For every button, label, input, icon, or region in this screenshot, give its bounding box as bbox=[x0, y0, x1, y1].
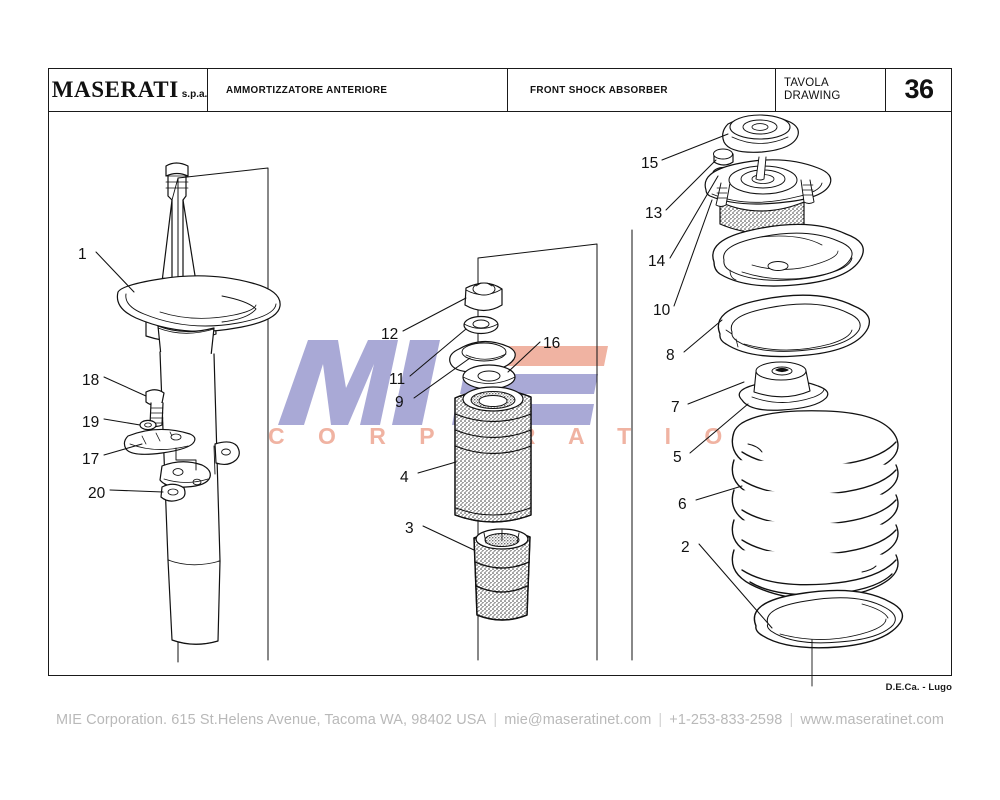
callout-number-6: 6 bbox=[678, 496, 687, 513]
callout-number-18: 18 bbox=[82, 372, 100, 389]
callout-number-14: 14 bbox=[648, 253, 666, 270]
callout-number-15: 15 bbox=[641, 155, 659, 172]
plate-number-cell: 36 bbox=[886, 68, 952, 111]
table-label-italian: TAVOLA bbox=[784, 76, 829, 89]
footer-email[interactable]: mie@maseratinet.com bbox=[504, 712, 652, 728]
drawing-frame bbox=[48, 68, 952, 676]
callout-number-13: 13 bbox=[645, 205, 663, 222]
callout-number-8: 8 bbox=[666, 347, 675, 364]
footer-separator-2: | bbox=[658, 712, 663, 728]
brand-suffix: s.p.a. bbox=[181, 88, 208, 100]
title-italian: AMMORTIZZATORE ANTERIORE bbox=[226, 83, 388, 96]
callout-number-16: 16 bbox=[543, 335, 561, 352]
footer-website[interactable]: www.maseratinet.com bbox=[800, 712, 945, 728]
callout-number-20: 20 bbox=[88, 485, 106, 502]
callout-number-12: 12 bbox=[381, 326, 399, 343]
callout-number-3: 3 bbox=[405, 520, 414, 537]
draughtsman-signature: D.E.Ca. - Lugo bbox=[885, 682, 952, 693]
callout-number-9: 9 bbox=[395, 394, 404, 411]
callout-number-7: 7 bbox=[671, 399, 680, 416]
footer-company: MIE Corporation. 615 St.Helens Avenue, T… bbox=[55, 712, 487, 728]
callout-number-10: 10 bbox=[653, 302, 671, 319]
title-italian-cell: AMMORTIZZATORE ANTERIORE bbox=[208, 68, 508, 111]
table-label-cell: TAVOLA DRAWING bbox=[776, 68, 886, 111]
callout-number-1: 1 bbox=[78, 246, 87, 263]
footer-separator-3: | bbox=[789, 712, 794, 728]
title-english-cell: FRONT SHOCK ABSORBER bbox=[508, 68, 776, 111]
plate-number: 36 bbox=[904, 74, 934, 104]
footer-separator-1: | bbox=[493, 712, 498, 728]
callout-number-5: 5 bbox=[673, 449, 682, 466]
page-footer: MIE Corporation. 615 St.Helens Avenue, T… bbox=[0, 712, 1000, 728]
footer-phone[interactable]: +1-253-833-2598 bbox=[669, 712, 783, 728]
callout-number-4: 4 bbox=[400, 469, 409, 486]
callout-number-19: 19 bbox=[82, 414, 100, 431]
callout-number-2: 2 bbox=[681, 539, 690, 556]
title-english: FRONT SHOCK ABSORBER bbox=[530, 83, 668, 96]
table-label-english: DRAWING bbox=[784, 89, 841, 102]
callout-number-17: 17 bbox=[82, 451, 100, 468]
callout-number-11: 11 bbox=[389, 371, 406, 388]
